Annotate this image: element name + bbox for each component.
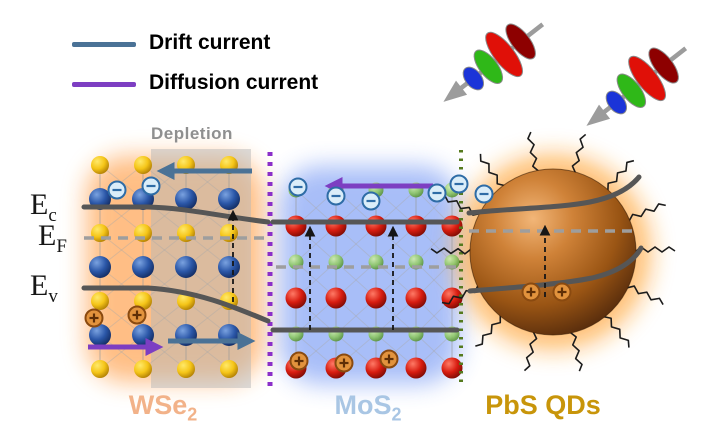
electron-symbol <box>141 176 161 196</box>
atom-mo <box>365 287 387 309</box>
ef-label: EF <box>38 219 67 256</box>
atom-mo <box>405 357 427 379</box>
atom-se <box>134 292 152 310</box>
light-pulse <box>570 27 703 147</box>
atom-se <box>177 360 195 378</box>
wse2-base: WSe <box>128 390 188 420</box>
ligand <box>430 247 472 255</box>
electron-symbol <box>288 177 308 197</box>
pbs-label: PbS QDs <box>473 390 613 421</box>
conduction-band-pbs <box>466 174 642 216</box>
ligand <box>527 131 540 172</box>
atom-mo <box>405 287 427 309</box>
hole-symbol <box>334 353 354 373</box>
atom-w <box>218 256 240 278</box>
atom-se <box>220 360 238 378</box>
ev-sub: v <box>48 286 58 307</box>
light-pulses <box>427 3 703 147</box>
drift-current-swatch <box>72 42 136 47</box>
conduction-band-wse2 <box>81 204 271 225</box>
atom-w <box>175 256 197 278</box>
ligand <box>569 331 583 372</box>
atom-mo <box>285 287 307 309</box>
ligand <box>479 153 505 187</box>
atom-mo <box>325 287 347 309</box>
hole-symbol <box>84 308 104 328</box>
diffusion-current-swatch <box>72 82 136 87</box>
ligand <box>475 314 502 347</box>
pbs-text: PbS QDs <box>485 390 601 420</box>
atom-w <box>132 324 154 346</box>
atom-mo <box>365 215 387 237</box>
light-pulse <box>427 3 560 123</box>
band-curves <box>81 174 644 333</box>
carrier-symbols <box>84 174 572 373</box>
ev-label: Ev <box>30 269 58 306</box>
atom-w <box>175 188 197 210</box>
ev-base: E <box>30 269 49 302</box>
ligand <box>628 203 666 222</box>
ligand <box>523 331 538 372</box>
fermi-levels <box>84 229 637 269</box>
wse2-sub: 2 <box>187 404 198 425</box>
depletion-label: Depletion <box>151 124 233 143</box>
electron-symbol <box>361 191 381 211</box>
hole-symbol <box>552 282 572 302</box>
electron-symbol <box>326 186 346 206</box>
ligand <box>603 315 630 348</box>
electron-symbol <box>474 184 494 204</box>
atom-w <box>89 256 111 278</box>
mos2-sub: 2 <box>391 404 402 425</box>
atom-mo <box>441 357 463 379</box>
atom-se <box>91 360 109 378</box>
hole-symbol <box>127 305 147 325</box>
atom-se <box>134 360 152 378</box>
ef-sub: F <box>56 236 67 257</box>
atom-se <box>91 156 109 174</box>
atom-mo <box>325 215 347 237</box>
ec-base: E <box>30 188 49 221</box>
ec-sub: c <box>48 205 57 226</box>
valence-band-pbs <box>467 245 644 294</box>
diffusion-current-label: Diffusion current <box>149 71 319 94</box>
atom-w <box>132 256 154 278</box>
electron-symbol <box>449 174 469 194</box>
hole-symbol <box>379 349 399 369</box>
mos2-base: MoS <box>334 390 392 420</box>
ligand <box>444 195 481 216</box>
hole-symbol <box>289 351 309 371</box>
hole-symbol <box>521 282 541 302</box>
atom-mo <box>285 215 307 237</box>
electron-symbol <box>107 180 127 200</box>
drift-current-label: Drift current <box>149 31 271 54</box>
electron-symbol <box>427 183 447 203</box>
current-arrows <box>88 162 433 356</box>
ligand <box>571 133 587 174</box>
ec-label: Ec <box>30 188 57 225</box>
mos2-label: MoS2 <box>320 390 416 425</box>
atom-mo <box>405 215 427 237</box>
ligand <box>607 159 635 192</box>
atom-w <box>218 188 240 210</box>
ligand <box>626 285 664 305</box>
atom-se <box>91 292 109 310</box>
ef-base: E <box>38 219 57 252</box>
valence-band-wse2 <box>81 285 271 324</box>
atom-se <box>134 156 152 174</box>
atom-w <box>89 324 111 346</box>
transition-arrows <box>227 209 551 330</box>
wse2-label: WSe2 <box>115 390 211 425</box>
